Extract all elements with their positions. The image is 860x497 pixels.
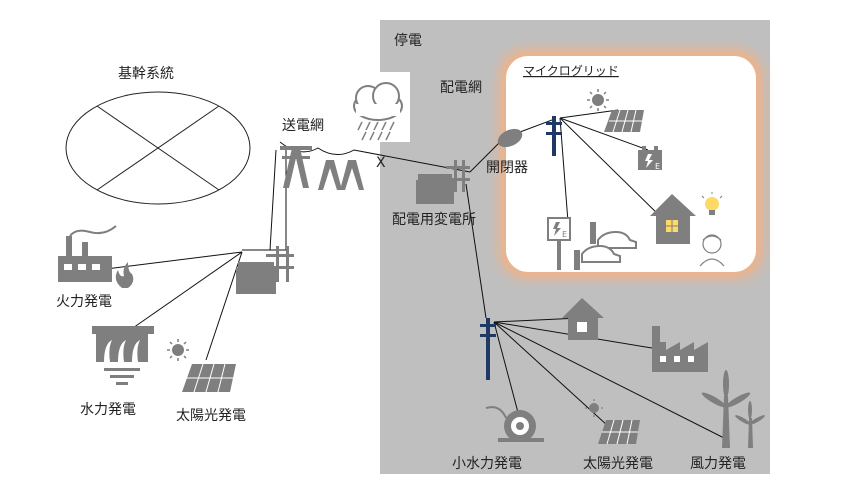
distribution-substation-label: 配電用変電所 (392, 211, 476, 228)
utility-pole-icon (546, 116, 562, 156)
wires (97, 109, 729, 441)
transmission-tower-icon (280, 146, 364, 190)
ev-cars-icon (574, 222, 637, 270)
house-icon (650, 194, 696, 244)
rain-cloud-icon (353, 82, 403, 141)
solar-power-right-label: 太陽光発電 (583, 456, 653, 472)
sun-icon (167, 339, 189, 361)
transmission-network-label: 送電網 (282, 118, 324, 134)
svg-text:E: E (562, 230, 567, 239)
small-hydro-label: 小水力発電 (452, 456, 522, 472)
solar-panel-icon (604, 109, 644, 133)
break-mark: X (376, 155, 386, 171)
storage-battery-icon: E (638, 146, 662, 171)
svg-text:E: E (655, 162, 660, 171)
distribution-substation-icon (416, 160, 470, 204)
switch-label: 開閉器 (486, 160, 528, 176)
small-hydro-icon (485, 406, 544, 442)
solar-power-left-label: 太陽光発電 (176, 408, 246, 424)
house-icon (562, 298, 604, 340)
solar-panel-icon (182, 363, 236, 393)
sun-icon (587, 89, 609, 111)
wind-turbine-icon (701, 370, 765, 448)
ev-charger-icon: E (547, 217, 571, 270)
thermal-power-label: 火力発電 (56, 294, 112, 310)
left-substation-icon (236, 246, 294, 294)
outage-label: 停電 (394, 32, 422, 49)
utility-pole-icon (480, 318, 496, 380)
hydro-power-plant-icon (92, 326, 154, 385)
person-icon (699, 234, 725, 267)
thermal-power-plant-icon (58, 225, 134, 288)
solar-panel-icon (598, 419, 640, 445)
backbone-system-label: 基幹系統 (118, 65, 174, 82)
factory-icon (652, 326, 708, 372)
microgrid-label: マイクログリッド (523, 64, 619, 78)
sun-icon (585, 399, 603, 417)
light-bulb-icon (701, 192, 723, 215)
distribution-network-label: 配電網 (440, 80, 482, 96)
hydro-power-label: 水力発電 (80, 402, 136, 418)
switch-icon (497, 128, 523, 148)
wind-power-label: 風力発電 (690, 456, 746, 472)
backbone-system (65, 91, 251, 205)
